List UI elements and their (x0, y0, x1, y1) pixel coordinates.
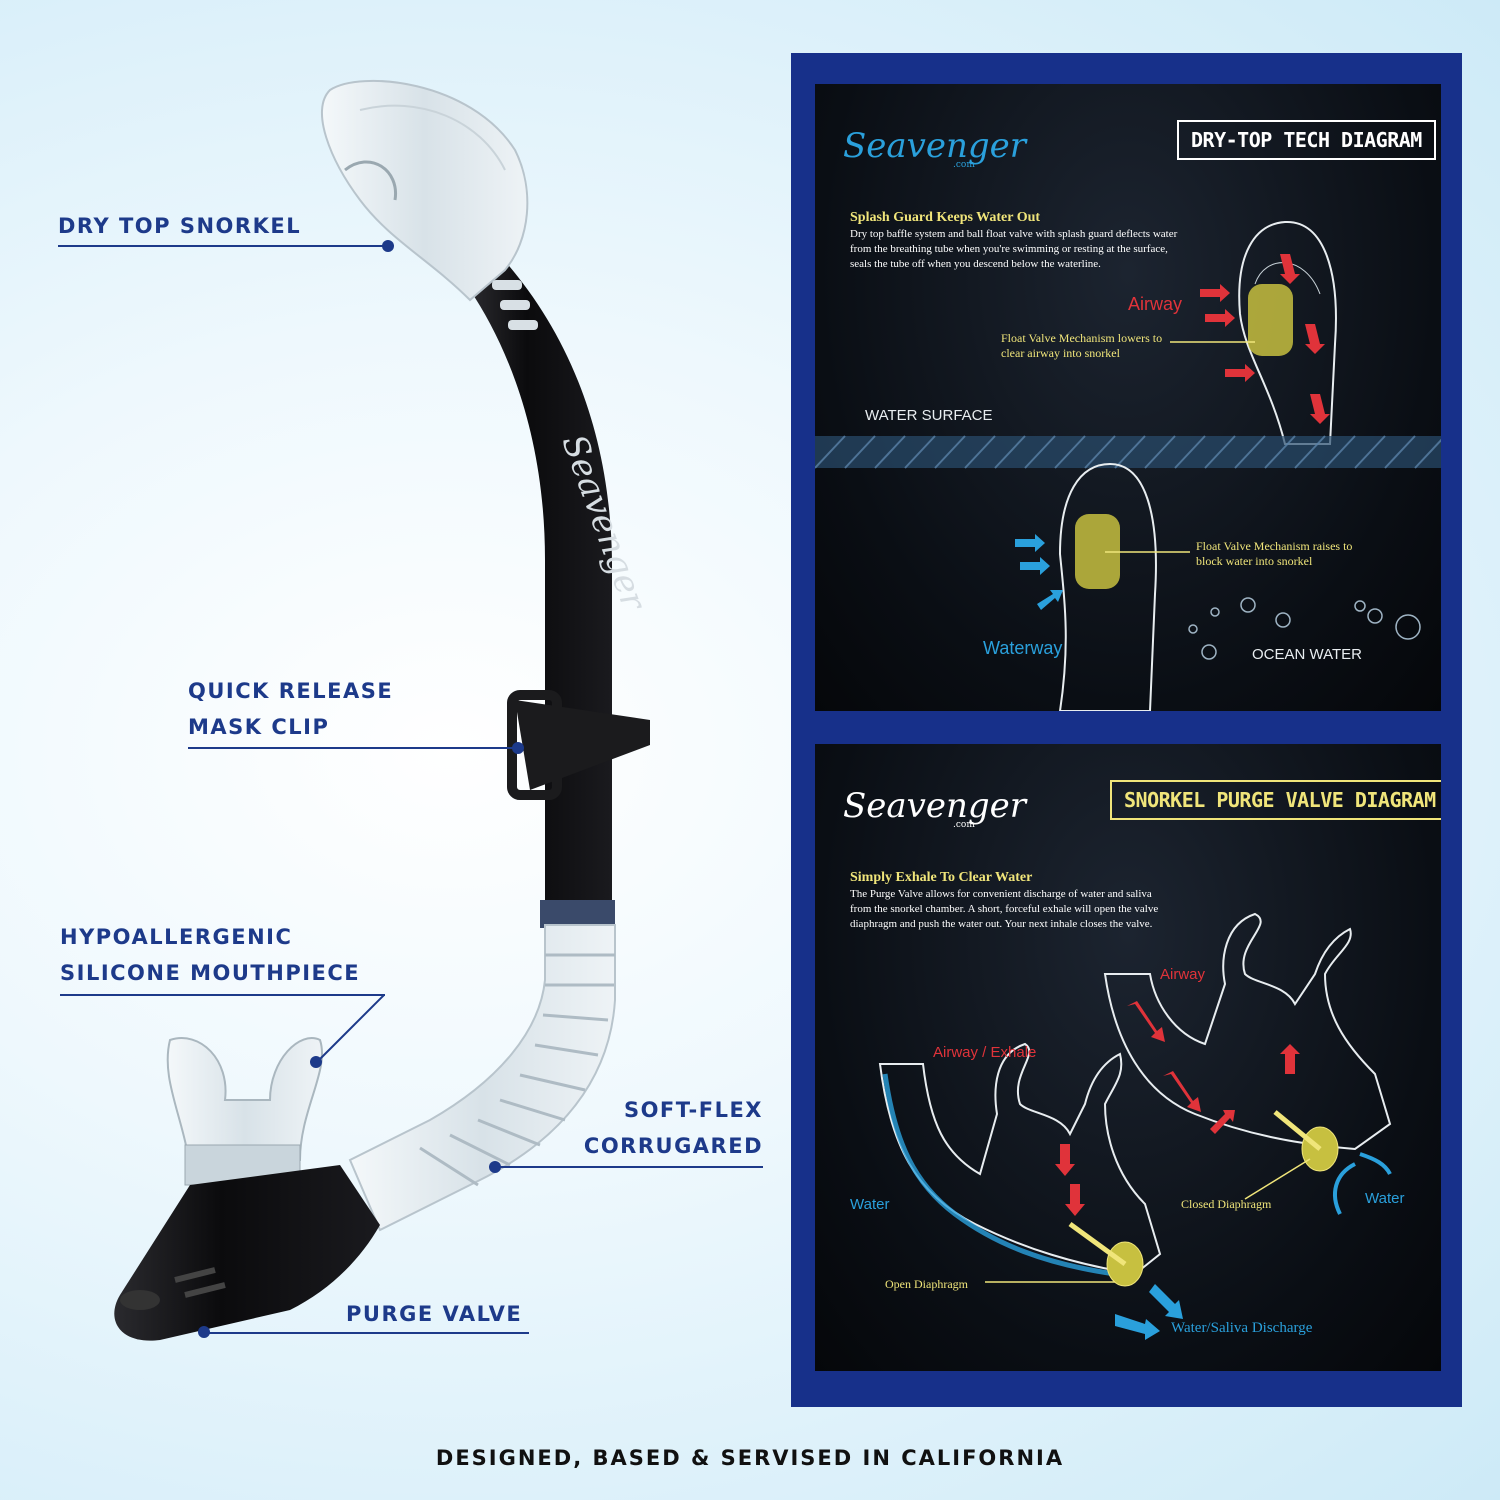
leader-mouthpiece (60, 994, 385, 996)
corrugated-section (348, 924, 616, 1232)
purge-valve-diagrams (878, 912, 1392, 1340)
leader-purge (205, 1332, 529, 1334)
float-valve-up (1248, 284, 1293, 356)
mouthpiece (166, 1037, 323, 1172)
brand-logo-2-sub: .com (953, 820, 975, 830)
dry-top-title: DRY-TOP TECH DIAGRAM (1177, 120, 1436, 160)
footer-tagline: DESIGNED, BASED & SERVISED IN CALIFORNIA (435, 1446, 1065, 1470)
label-ocean-water: OCEAN WATER (1252, 646, 1363, 663)
callout-mouth-line2: SILICONE MOUTHPIECE (60, 961, 361, 985)
callout-mask-clip: QUICK RELEASE MASK CLIP (188, 673, 393, 745)
exhale-heading: Simply Exhale To Clear Water (850, 870, 1033, 885)
leader-corrugated (495, 1166, 763, 1168)
brand-logo-sub: .com (953, 160, 975, 170)
brand-logo-text: Seavenger (843, 126, 1027, 166)
callout-dry-top-snorkel: DRY TOP SNORKEL (58, 208, 301, 244)
callout-corr-line2: CORRUGARED (583, 1134, 763, 1158)
label-airway-up: Airway (1128, 294, 1183, 314)
purge-valve-title-text: SNORKEL PURGE VALVE DIAGRAM (1124, 788, 1436, 812)
dry-top-head (321, 79, 529, 302)
callout-clip-line2: MASK CLIP (188, 715, 330, 739)
leader-mouthpiece-diagonal (317, 994, 385, 1062)
exhale-body: The Purge Valve allows for convenient di… (850, 888, 1159, 930)
label-water-left: Water (850, 1196, 890, 1213)
float-valve-down (1075, 514, 1120, 589)
dry-top-upper-diagram (815, 220, 1441, 711)
brand-logo-2-text: Seavenger (843, 786, 1027, 826)
label-airway-closed: Airway (1160, 966, 1206, 983)
purge-valve-diagram-panel: Seavenger .com SNORKEL PURGE VALVE DIAGR… (815, 744, 1441, 1371)
label-float-raises: Float Valve Mechanism raises to block wa… (1196, 539, 1353, 568)
callout-dry-top-text: DRY TOP SNORKEL (58, 214, 302, 238)
dot-mask-clip (512, 742, 524, 754)
callout-clip-line1: QUICK RELEASE (188, 679, 394, 703)
leader-dry-top (58, 245, 388, 247)
brand-logo-2: Seavenger .com (843, 786, 1026, 830)
purge-valve-housing (114, 1165, 381, 1341)
dot-corrugated (489, 1161, 501, 1173)
callout-mouthpiece: HYPOALLERGENIC SILICONE MOUTHPIECE (60, 919, 360, 991)
splash-guard-heading: Splash Guard Keeps Water Out (850, 210, 1041, 225)
label-open-diaphragm: Open Diaphragm (885, 1277, 968, 1291)
label-closed-diaphragm: Closed Diaphragm (1181, 1197, 1272, 1211)
dot-dry-top (382, 240, 394, 252)
callout-purge-text: PURGE VALVE (346, 1302, 523, 1326)
snorkel-illustration: Seavenger (114, 79, 654, 1341)
dot-purge (198, 1326, 210, 1338)
label-float-lowers: Float Valve Mechanism lowers to clear ai… (1001, 331, 1163, 360)
callout-purge-valve: PURGE VALVE (346, 1296, 522, 1332)
callout-corrugated: SOFT-FLEX CORRUGARED (560, 1092, 763, 1164)
label-waterway: Waterway (983, 638, 1063, 658)
dry-top-diagram-panel: Seavenger .com DRY-TOP TECH DIAGRAM Spla… (815, 84, 1441, 711)
purge-valve-title: SNORKEL PURGE VALVE DIAGRAM (1110, 780, 1441, 820)
callout-corr-line1: SOFT-FLEX (623, 1098, 763, 1122)
dry-top-title-text: DRY-TOP TECH DIAGRAM (1191, 128, 1422, 152)
dot-mouthpiece (310, 1056, 322, 1068)
splash-guard-body: Dry top baffle system and ball float val… (850, 228, 1178, 270)
label-water-right: Water (1365, 1190, 1405, 1207)
brand-logo: Seavenger .com (843, 126, 1026, 170)
label-discharge: Water/Saliva Discharge (1171, 1320, 1313, 1336)
leader-mask-clip (188, 747, 518, 749)
snorkel-tube (470, 250, 612, 900)
callout-mouth-line1: HYPOALLERGENIC (60, 925, 293, 949)
label-water-surface: WATER SURFACE (865, 407, 993, 424)
label-airway-exhale: Airway / Exhale (933, 1044, 1037, 1061)
